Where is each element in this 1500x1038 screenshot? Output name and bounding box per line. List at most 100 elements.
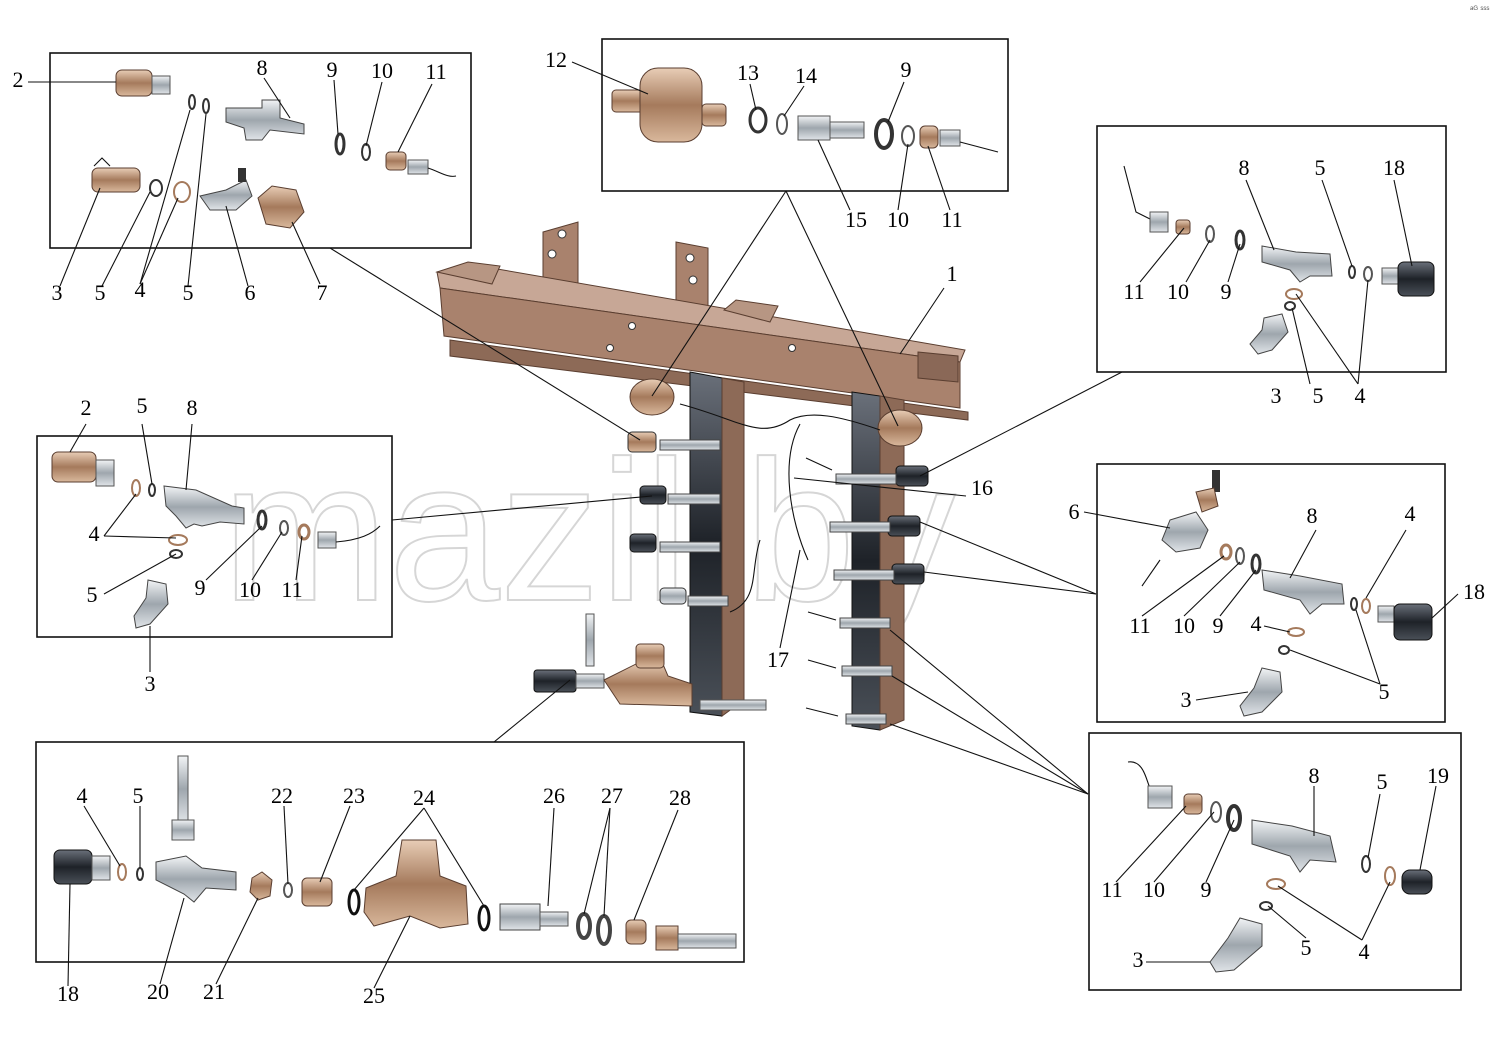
group-middle-left <box>51 451 381 629</box>
valve-6-mr <box>1161 511 1209 553</box>
labels-main: 1 16 17 <box>767 261 993 672</box>
tee-8 <box>225 99 305 141</box>
sensor-3-ml <box>133 579 169 629</box>
callout-label: 10 <box>887 207 909 232</box>
plug-19 <box>1401 869 1433 895</box>
filter-right <box>877 409 923 447</box>
frame-middle-right <box>1096 463 1446 723</box>
callout-label: 16 <box>971 475 993 500</box>
callout-label: 19 <box>1427 763 1449 788</box>
labels-bottom-left: 4 5 22 23 24 26 27 28 18 20 21 25 <box>57 783 691 1008</box>
sensor-right-3 <box>891 563 925 585</box>
nut-21 <box>249 871 273 901</box>
callout-label: 3 <box>52 280 63 305</box>
bracket-plate-right <box>917 351 959 383</box>
callout-label: 11 <box>425 59 446 84</box>
sensor-2 <box>115 69 153 97</box>
callout-label: 5 <box>133 783 144 808</box>
sensor-right-2 <box>887 515 921 537</box>
frame-middle-left <box>36 435 393 638</box>
callout-label: 4 <box>1405 501 1416 526</box>
callout-label: 18 <box>1463 579 1485 604</box>
tube-main <box>679 403 881 431</box>
callout-label: 27 <box>601 783 623 808</box>
leader-lines <box>28 61 1459 989</box>
callout-label: 5 <box>95 280 106 305</box>
callout-label: 9 <box>327 57 338 82</box>
callout-label: 11 <box>941 207 962 232</box>
callout-label: 9 <box>195 575 206 600</box>
callout-label: 9 <box>1201 877 1212 902</box>
callout-label: 6 <box>245 280 256 305</box>
callout-label: 11 <box>1129 613 1150 638</box>
valve-pipe-vertical <box>585 613 595 667</box>
labels-top-left: 2 8 9 10 11 3 5 4 5 6 7 <box>13 55 447 305</box>
callout-label: 9 <box>901 57 912 82</box>
callout-label: 8 <box>257 55 268 80</box>
callout-label: 22 <box>271 783 293 808</box>
callout-label: 28 <box>669 785 691 810</box>
sensor-18-tr <box>1397 261 1435 297</box>
callout-label: 10 <box>1143 877 1165 902</box>
sensor-3-br <box>1209 917 1263 973</box>
callout-label: 10 <box>371 58 393 83</box>
callout-label: 4 <box>77 783 88 808</box>
labels-top-right: 8 5 18 11 10 9 3 5 4 <box>1123 155 1405 408</box>
sensor-3-mr <box>1239 667 1283 717</box>
callout-label: 24 <box>413 785 435 810</box>
sensor-3-tr <box>1249 313 1289 355</box>
callout-label: 10 <box>239 577 261 602</box>
callout-label: 3 <box>1133 947 1144 972</box>
callout-label: 9 <box>1221 279 1232 304</box>
tube-vertical <box>788 423 809 561</box>
filter-left <box>629 378 675 416</box>
callout-label: 4 <box>1355 383 1366 408</box>
frame-top-center <box>601 38 1009 192</box>
nut-7 <box>257 185 305 229</box>
post-left-side <box>721 377 745 717</box>
frame-top-right <box>1096 125 1447 373</box>
callout-label: 13 <box>737 60 759 85</box>
main-bracket-beam <box>439 287 961 409</box>
group-bottom-right <box>1127 761 1433 973</box>
callout-label: 4 <box>89 521 100 546</box>
sensor-left-3 <box>629 533 657 553</box>
callout-label: 9 <box>1213 613 1224 638</box>
callout-label: 26 <box>543 783 565 808</box>
plug-23 <box>301 877 333 907</box>
callout-label: 5 <box>1301 935 1312 960</box>
callout-label: 5 <box>1313 383 1324 408</box>
callout-label: 14 <box>795 63 817 88</box>
callout-label: 5 <box>1315 155 1326 180</box>
tee-8-ml <box>163 485 245 529</box>
callout-label: 11 <box>281 577 302 602</box>
callout-label: 12 <box>545 47 567 72</box>
callout-label: 18 <box>57 981 79 1006</box>
callout-label: 5 <box>87 582 98 607</box>
sensor-right-1 <box>895 465 929 487</box>
frame-top-left <box>49 52 472 249</box>
sensor-3-tl <box>91 167 141 193</box>
bracket-lug-left <box>435 261 501 285</box>
group-middle-right <box>1141 470 1433 717</box>
sensor-left-2 <box>639 485 667 505</box>
callout-label: 7 <box>317 280 328 305</box>
bracket-lug-mid <box>722 299 779 323</box>
frame-bottom-left <box>35 741 745 963</box>
group-top-center <box>611 67 999 153</box>
callout-label: 8 <box>187 395 198 420</box>
labels-middle-right: 6 8 4 18 11 10 9 4 3 5 <box>1069 499 1486 712</box>
filter-12 <box>639 67 703 143</box>
callout-label: 5 <box>183 280 194 305</box>
callout-label: 3 <box>1181 687 1192 712</box>
fitting-15 <box>797 115 831 141</box>
valve-25 <box>363 839 469 929</box>
callout-label: 4 <box>1359 939 1370 964</box>
callout-label: 3 <box>145 671 156 696</box>
group-bottom-left <box>53 755 737 951</box>
tube-lower <box>729 539 761 613</box>
callout-label: 4 <box>1251 611 1262 636</box>
callout-label: 11 <box>1123 279 1144 304</box>
callout-label: 25 <box>363 983 385 1008</box>
